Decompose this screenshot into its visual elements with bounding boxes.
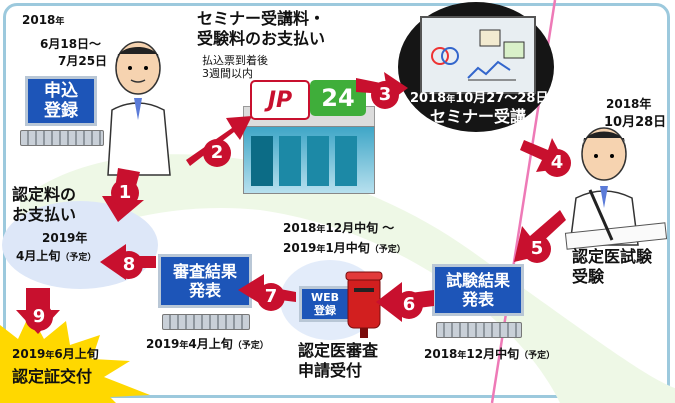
step6-caption-line2: 申請受付 [298,361,363,380]
step-badge-6: 6 [394,290,424,320]
step7-keyboard [162,314,250,330]
step5-period-line1: 2018年12月中旬 ～ [283,221,395,235]
step2-note-line2: 3週間以内 [202,67,253,80]
step8-date: 4月上旬（予定） [16,249,97,263]
step9-date: 2019年6月上旬 [12,347,99,361]
step8-title-line2: お支払い [12,205,77,224]
person-step1 [107,41,171,176]
step5-keyboard [436,322,522,338]
step5-monitor: 試験結果発表 [432,264,524,316]
step9-burst [0,313,150,403]
step7-monitor: 審査結果発表 [158,254,252,308]
step1-keyboard [20,130,104,146]
step1-to-date: 7月25日 [58,54,108,68]
step5-period-line2: 2019年1月中旬（予定） [283,241,406,255]
step2-title-line2: 受験料のお支払い [197,29,326,48]
logo-24: 24 [310,80,366,116]
logo-24-text: 24 [321,84,355,112]
step-badge-5: 5 [522,234,552,264]
step-badge-9: 9 [24,302,54,332]
diagram-frame [3,3,670,398]
step-badge-1: 1 [110,178,140,208]
step9-caption: 認定証交付 [12,367,93,386]
mailbox-icon [345,271,383,338]
person-step4 [564,127,668,250]
step4-date: 10月28日 [604,115,667,130]
step7-date: 2019年4月上旬（予定） [146,337,269,351]
jp-logo: JP [250,80,310,120]
jp-logo-text: JP [267,87,293,113]
step-badge-8: 8 [114,250,144,280]
step1-year: 2018年 [22,13,65,27]
step-badge-7: 7 [256,282,286,312]
step4-year: 2018年 [606,97,652,111]
step5-bottom-date: 2018年12月中旬（予定） [424,347,556,361]
step4-caption-line2: 受験 [572,267,605,286]
step4-caption-line1: 認定医試験 [572,247,653,266]
seminar-screen-graphic [431,29,525,81]
step1-from-date: 6月18日～ [40,37,102,51]
step-badge-4: 4 [542,148,572,178]
step8-year: 2019年 [42,231,88,245]
green-swirl [20,154,675,403]
step-badge-2: 2 [202,138,232,168]
step2-title-line1: セミナー受講料・ [197,9,326,28]
step3-date: 2018年10月27～28日 [410,91,549,106]
step8-title-line1: 認定料の [12,185,77,204]
seminar-screen [420,16,536,94]
step-badge-3: 3 [370,80,400,110]
step3-caption: セミナー受講 [430,107,527,126]
step2-note-line1: 払込票到着後 [202,54,268,67]
convenience-store [243,82,375,194]
step6-caption-line1: 認定医審査 [298,341,379,360]
step1-monitor: 申込登録 [25,76,97,126]
